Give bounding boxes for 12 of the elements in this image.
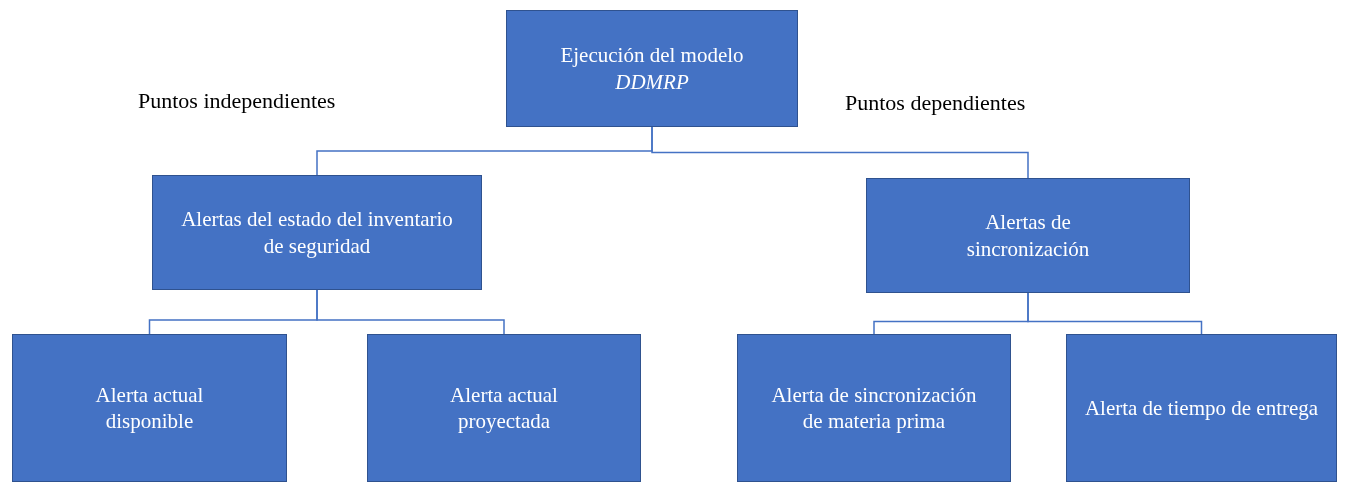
process-box: Alerta actual disponible xyxy=(12,334,287,482)
connector-line xyxy=(651,126,1029,179)
process-box: Alerta de sincronización de materia prima xyxy=(737,334,1011,482)
connector-line xyxy=(1027,292,1203,335)
group-label: Puntos independientes xyxy=(138,88,336,114)
process-box: Ejecución del modelo DDMRP xyxy=(506,10,798,127)
process-box: Alerta de tiempo de entrega xyxy=(1066,334,1337,482)
process-box: Alerta actual proyectada xyxy=(367,334,641,482)
process-box: Alertas de sincronización xyxy=(866,178,1190,293)
process-box: Alertas del estado del inventario de seguridad xyxy=(152,175,482,290)
group-label: Puntos dependientes xyxy=(845,90,1026,116)
connector-line xyxy=(316,289,505,335)
